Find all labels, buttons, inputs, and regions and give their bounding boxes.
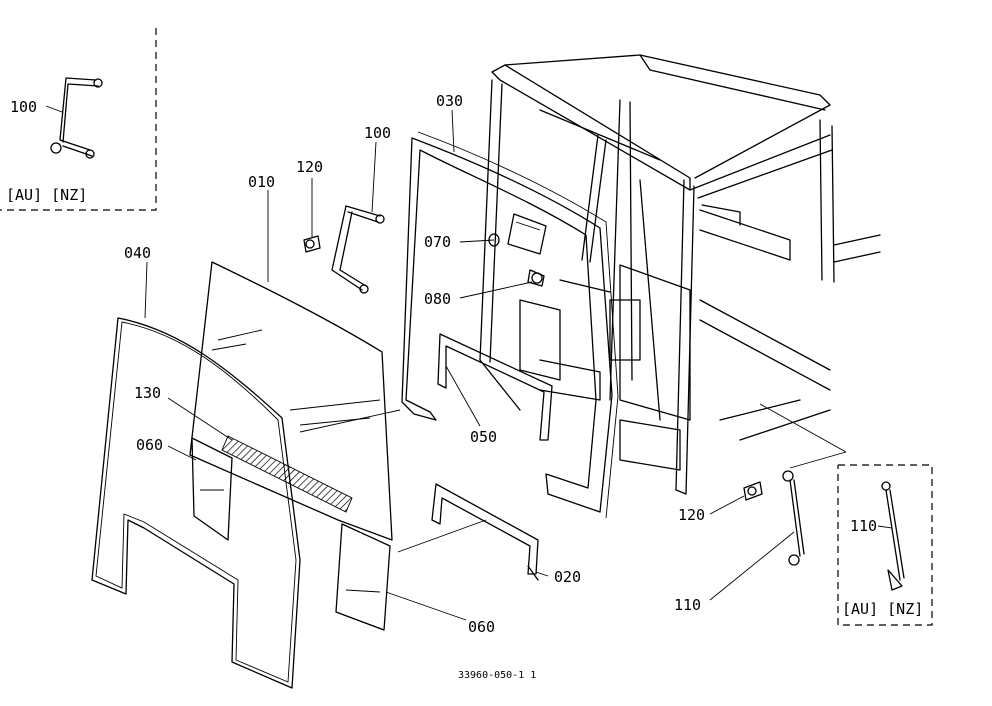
figure-code: 33960-050-1 1 [458, 670, 536, 681]
callout-050: 050 [470, 428, 497, 446]
stay-110-inset [881, 481, 905, 591]
inset-left: 100 [AU] [NZ] [0, 28, 157, 211]
callout-080: 080 [424, 290, 451, 308]
callout-130: 130 [134, 384, 161, 402]
inset-right: 110 [AU] [NZ] [837, 464, 933, 626]
callout-100-inset: 100 [10, 98, 37, 116]
cab-frame [479, 54, 881, 495]
leader-lines [144, 109, 847, 621]
glass-010 [189, 261, 393, 541]
callout-070: 070 [424, 233, 451, 251]
callout-060-left: 060 [136, 436, 163, 454]
callout-060-right: 060 [468, 618, 495, 636]
bolt-120-right [743, 481, 763, 501]
weatherstrip-030 [401, 131, 619, 519]
latch-070 [488, 213, 547, 255]
callout-040: 040 [124, 244, 151, 262]
glass-060-left [191, 437, 233, 541]
callout-020: 020 [554, 568, 581, 586]
region-label-right: [AU] [NZ] [842, 600, 923, 618]
callout-110-inset: 110 [850, 517, 877, 535]
bracket-100-inset [50, 77, 103, 159]
callout-100: 100 [364, 124, 391, 142]
glass-060-right [335, 523, 391, 631]
bolt-080 [527, 269, 545, 287]
seal-050 [437, 333, 553, 441]
callout-120-top: 120 [296, 158, 323, 176]
callout-030: 030 [436, 92, 463, 110]
bolt-120-top [303, 235, 321, 253]
strip-130 [221, 435, 353, 513]
callout-120-right: 120 [678, 506, 705, 524]
region-label-left: [AU] [NZ] [6, 186, 87, 204]
glass-040 [91, 317, 301, 689]
bracket-100 [331, 205, 385, 294]
callout-110: 110 [674, 596, 701, 614]
callout-010: 010 [248, 173, 275, 191]
stay-110 [782, 470, 805, 566]
handle-020 [431, 483, 539, 581]
